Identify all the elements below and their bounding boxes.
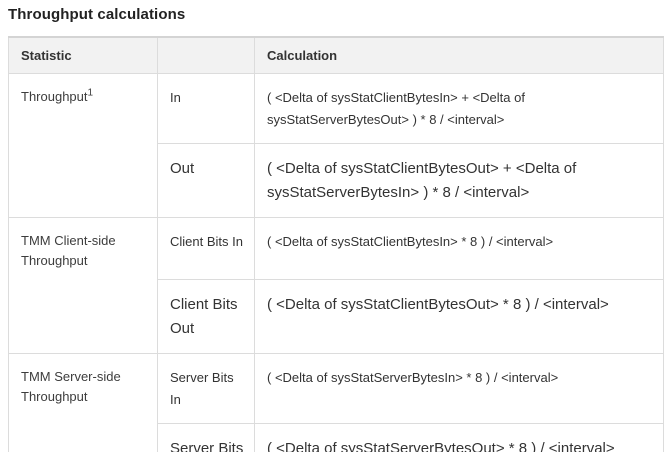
sub-label-cell-out: Out bbox=[157, 142, 255, 218]
statistic-label: TMM Server-side Throughput bbox=[21, 368, 121, 404]
header-cell-empty bbox=[157, 36, 255, 74]
header-cell-calculation: Calculation bbox=[254, 36, 664, 74]
page-title: Throughput calculations bbox=[8, 6, 186, 23]
sub-label-cell-server-bits-out: Server Bits Out bbox=[157, 422, 255, 452]
table-row-client-bits-out: Client Bits Out ( <Delta of sysStatClien… bbox=[9, 278, 664, 354]
table-row-client-bits-in: TMM Client-side Throughput Client Bits I… bbox=[8, 216, 664, 354]
table-row-throughput-in: Throughput1 In ( <Delta of sysStatClient… bbox=[8, 72, 664, 218]
calculation-cell-client-bits-in: ( <Delta of sysStatClientBytesIn> * 8 ) … bbox=[254, 216, 664, 280]
header-cell-statistic: Statistic bbox=[8, 36, 158, 74]
calculation-cell-server-bits-out: ( <Delta of sysStatServerBytesOut> * 8 )… bbox=[254, 422, 664, 452]
statistic-cell-throughput: Throughput1 bbox=[8, 72, 158, 218]
table-row-server-bits-in: TMM Server-side Throughput Server Bits I… bbox=[8, 352, 664, 452]
statistic-cell-tmm-client-side: TMM Client-side Throughput bbox=[8, 216, 158, 354]
statistic-label: TMM Client-side Throughput bbox=[21, 232, 116, 268]
calculation-cell-throughput-out: ( <Delta of sysStatClientBytesOut> + <De… bbox=[254, 142, 664, 218]
footnote-marker: 1 bbox=[87, 87, 94, 99]
sub-label-cell-server-bits-in: Server Bits In bbox=[157, 352, 255, 424]
table-row-throughput-out: Out ( <Delta of sysStatClientBytesOut> +… bbox=[9, 142, 664, 218]
table-header-row: Statistic Calculation bbox=[8, 36, 664, 74]
table-row-server-bits-out: Server Bits Out ( <Delta of sysStatServe… bbox=[9, 422, 664, 452]
sub-label-cell-client-bits-in: Client Bits In bbox=[157, 216, 255, 280]
statistic-label: Throughput bbox=[21, 88, 88, 104]
sub-label-cell-in: In bbox=[157, 72, 255, 144]
statistic-cell-tmm-server-side: TMM Server-side Throughput bbox=[8, 352, 158, 452]
calculation-cell-throughput-in: ( <Delta of sysStatClientBytesIn> + <Del… bbox=[254, 72, 664, 144]
throughput-calculations-table: Statistic Calculation Throughput1 In ( <… bbox=[8, 36, 664, 452]
calculation-cell-client-bits-out: ( <Delta of sysStatClientBytesOut> * 8 )… bbox=[254, 278, 664, 354]
sub-label-cell-client-bits-out: Client Bits Out bbox=[157, 278, 255, 354]
calculation-cell-server-bits-in: ( <Delta of sysStatServerBytesIn> * 8 ) … bbox=[254, 352, 664, 424]
